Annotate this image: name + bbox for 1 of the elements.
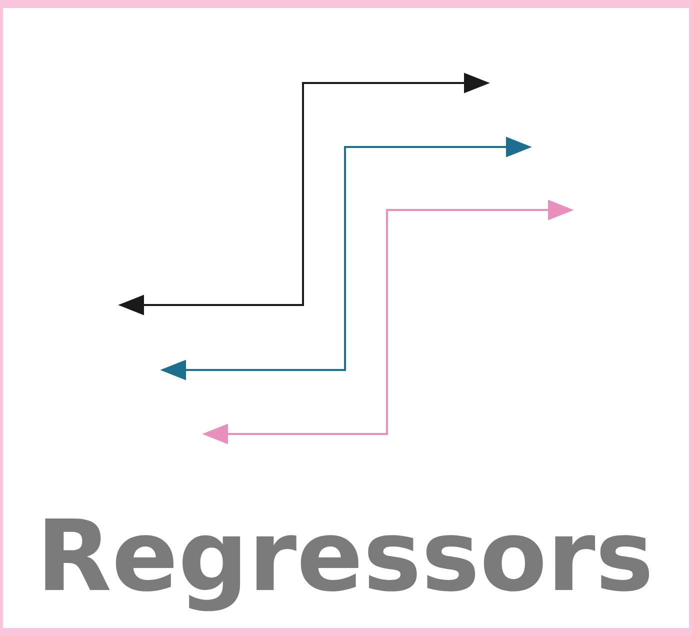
title: Regressors [45,518,650,612]
